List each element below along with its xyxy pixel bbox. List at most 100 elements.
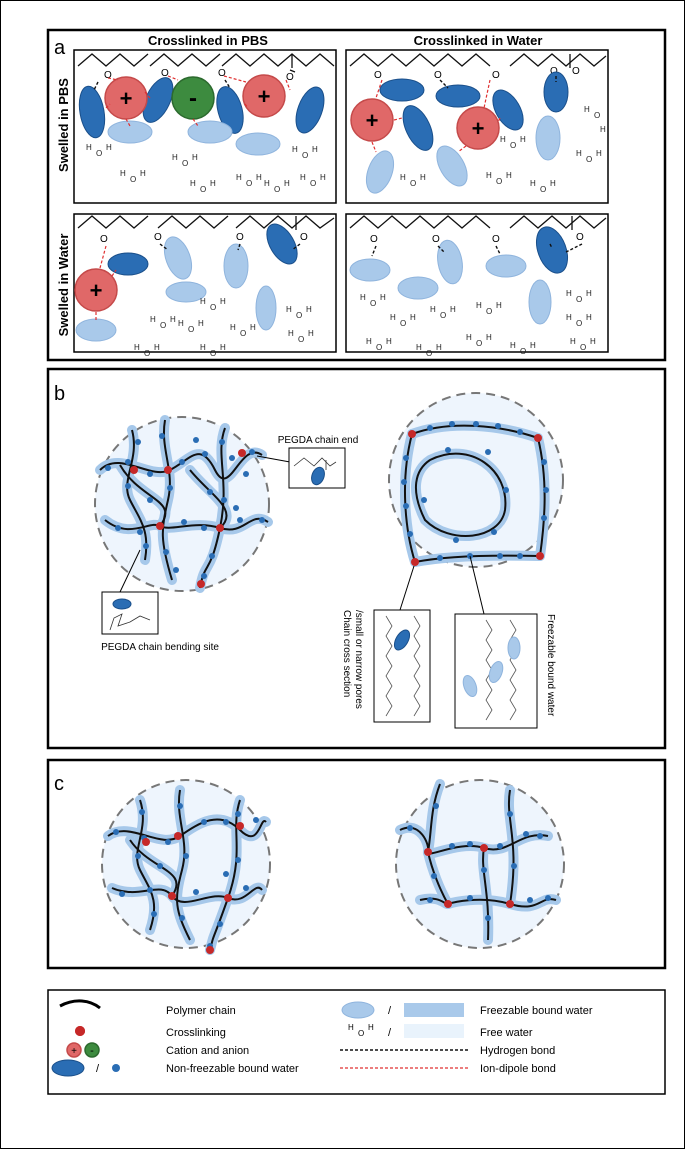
svg-text:O: O (486, 307, 492, 316)
svg-text:O: O (576, 232, 584, 243)
svg-text:H: H (400, 173, 406, 182)
svg-text:+: + (258, 84, 271, 109)
svg-text:H: H (366, 337, 372, 346)
svg-text:H: H (288, 329, 294, 338)
legend-iondipole: Ion-dipole bond (340, 1063, 556, 1075)
svg-text:O: O (302, 151, 308, 160)
svg-text:H: H (566, 289, 572, 298)
svg-text:H: H (590, 337, 596, 346)
svg-text:O: O (432, 234, 440, 245)
svg-text:H: H (192, 153, 198, 162)
svg-text:H: H (476, 301, 482, 310)
panel-b-label: b (54, 383, 65, 405)
svg-text:H: H (596, 149, 602, 158)
svg-text:-: - (90, 1045, 94, 1057)
svg-text:O: O (400, 319, 406, 328)
panel-c-label: c (54, 773, 64, 795)
svg-text:H: H (566, 313, 572, 322)
svg-text:H: H (420, 173, 426, 182)
svg-text:Hydrogen bond: Hydrogen bond (480, 1045, 555, 1057)
svg-text:H: H (466, 333, 472, 342)
svg-text:O: O (580, 343, 586, 352)
svg-text:H: H (550, 179, 556, 188)
svg-text:O: O (130, 175, 136, 184)
svg-text:O: O (496, 177, 502, 186)
svg-text:+: + (472, 116, 485, 141)
svg-text:+: + (366, 108, 379, 133)
svg-text:H: H (172, 153, 178, 162)
svg-text:H: H (386, 337, 392, 346)
svg-text:O: O (298, 335, 304, 344)
legend-frame (47, 989, 666, 1095)
svg-text:O: O (410, 179, 416, 188)
cation-icon (456, 106, 500, 150)
svg-text:O: O (370, 299, 376, 308)
svg-text:O: O (161, 68, 169, 79)
svg-text:H: H (530, 179, 536, 188)
svg-text:H: H (320, 173, 326, 182)
svg-text:H: H (510, 341, 516, 350)
svg-text:O: O (300, 232, 308, 243)
legend-crosslinking: Crosslinking (75, 1026, 226, 1039)
svg-text:H: H (200, 343, 206, 352)
svg-text:Free water: Free water (480, 1027, 533, 1039)
subpanel-water-water: O O O O O HOH HOH HOH HOH HOH HOH HOH HO… (345, 213, 609, 358)
svg-text:H: H (120, 169, 126, 178)
svg-text:/: / (388, 1005, 392, 1017)
svg-text:O: O (296, 311, 302, 320)
svg-text:+: + (120, 86, 133, 111)
svg-text:+: + (90, 278, 103, 303)
svg-text:O: O (246, 179, 252, 188)
svg-text:H: H (450, 305, 456, 314)
svg-text:O: O (210, 349, 216, 358)
svg-text:H: H (312, 145, 318, 154)
col-header-pbs: Crosslinked in PBS (148, 33, 268, 48)
svg-text:O: O (210, 303, 216, 312)
svg-text:O: O (370, 234, 378, 245)
svg-text:O: O (376, 343, 382, 352)
svg-text:O: O (492, 234, 500, 245)
cation-icon (74, 268, 118, 312)
svg-text:O: O (440, 311, 446, 320)
svg-text:O: O (492, 70, 500, 81)
svg-text:O: O (572, 66, 580, 77)
svg-text:H: H (306, 305, 312, 314)
row-header-pbs: Swelled in PBS (56, 78, 71, 172)
svg-text:O: O (188, 325, 194, 334)
svg-text:H: H (134, 343, 140, 352)
svg-text:H: H (300, 173, 306, 182)
svg-text:O: O (154, 232, 162, 243)
svg-text:O: O (576, 295, 582, 304)
svg-text:O: O (100, 234, 108, 245)
svg-text:Non-freezable bound water: Non-freezable bound water (166, 1063, 299, 1075)
cation-icon (350, 98, 394, 142)
svg-text:H: H (284, 179, 290, 188)
svg-text:H: H (416, 343, 422, 352)
svg-text:O: O (104, 70, 112, 81)
panel-c-frame (46, 758, 667, 970)
label-chain-end: PEGDA chain end (278, 435, 359, 446)
svg-text:H: H (576, 149, 582, 158)
svg-text:H: H (292, 145, 298, 154)
svg-text:H: H (436, 343, 442, 352)
svg-text:H: H (520, 135, 526, 144)
svg-text:H: H (570, 337, 576, 346)
svg-text:O: O (310, 179, 316, 188)
svg-text:H: H (170, 315, 176, 324)
svg-text:H: H (496, 301, 502, 310)
svg-text:H: H (430, 305, 436, 314)
svg-text:O: O (96, 149, 102, 158)
svg-text:H: H (586, 289, 592, 298)
label-cross-section-1: Chain cross section (341, 610, 352, 697)
svg-text:O: O (510, 141, 516, 150)
svg-text:H: H (86, 143, 92, 152)
subpanel-water-pbs: O O O O O + + HOH HOH HOH HOH HOH HOH (345, 49, 609, 204)
svg-text:H: H (584, 105, 590, 114)
row-header-water: Swelled in Water (56, 234, 71, 337)
svg-text:H: H (210, 179, 216, 188)
svg-text:H: H (500, 135, 506, 144)
svg-text:-: - (189, 85, 197, 112)
cation-icon (242, 74, 286, 118)
svg-text:H: H (220, 297, 226, 306)
